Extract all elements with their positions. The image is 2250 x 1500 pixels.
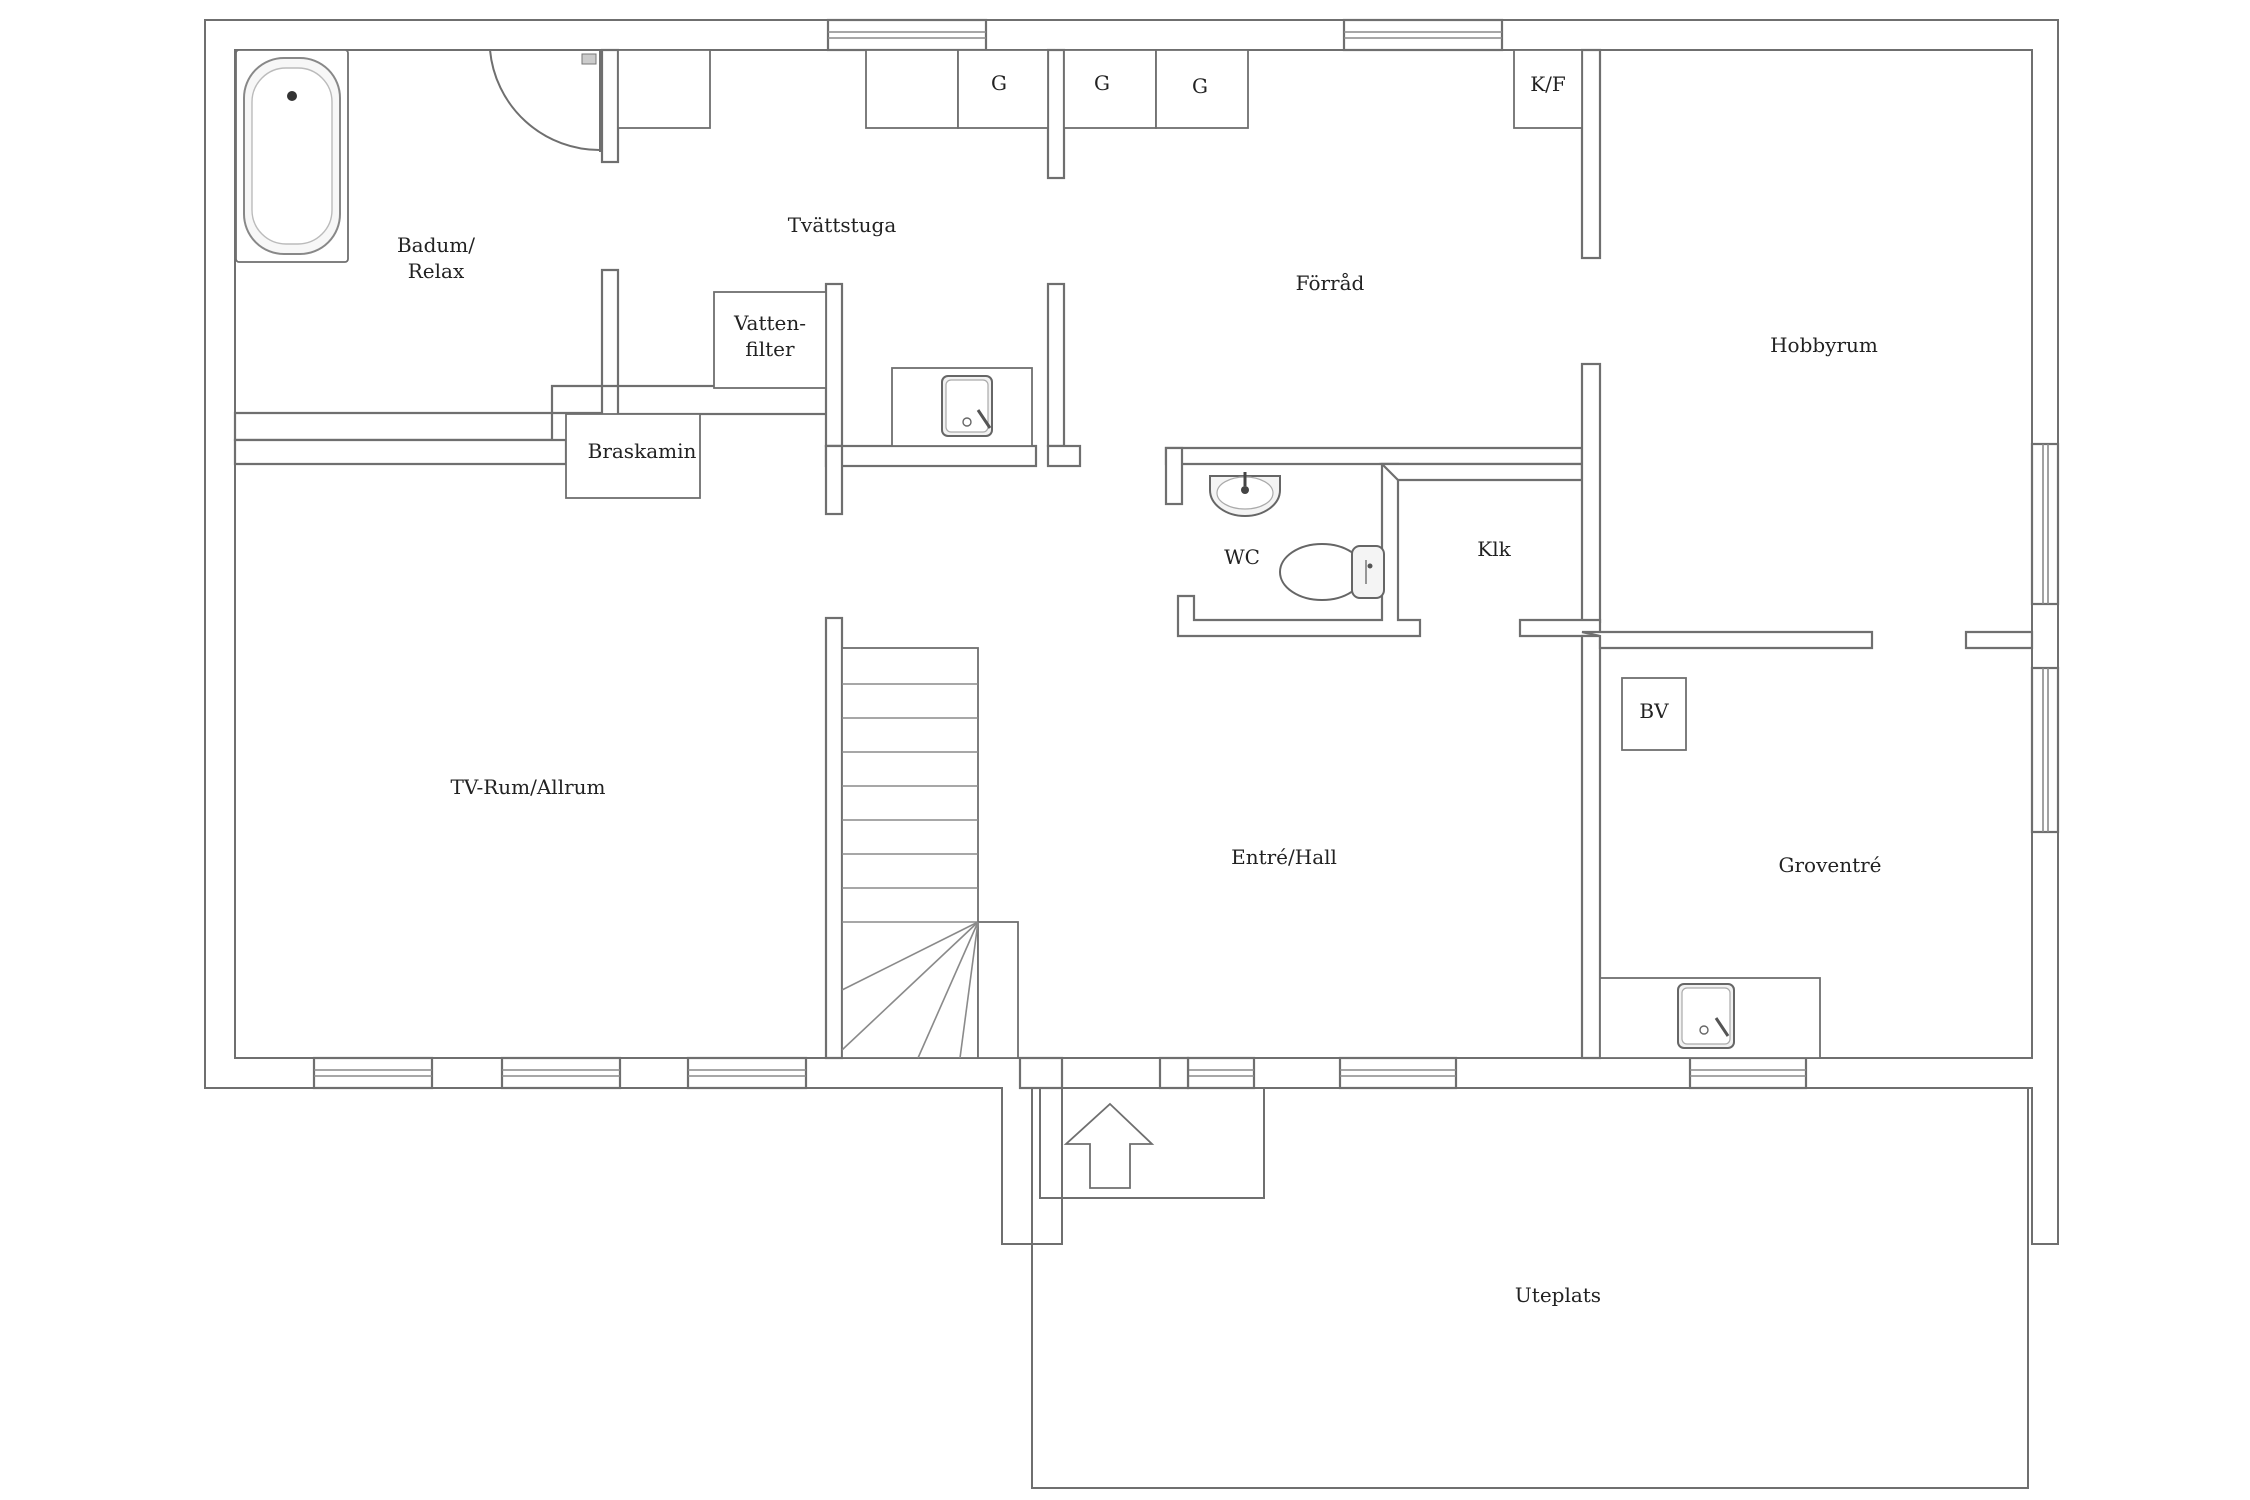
bathtub [235,49,349,263]
staircase [841,647,1019,1059]
windows [312,18,2060,1090]
label-forrad: Förråd [1296,271,1365,295]
entrance-arrow-icon [1063,1102,1155,1189]
bv-box [1621,677,1687,751]
room-labels: Badum/ Relax Tvättstuga Vatten- filter B… [397,213,1882,1307]
label-g3: G [1192,74,1208,98]
label-bv: BV [1639,699,1669,723]
label-vatten-1: Vatten- [733,311,806,335]
label-kf: K/F [1530,72,1566,96]
shower-quarter [489,49,601,152]
label-tv-rum: TV-Rum/Allrum [451,775,606,799]
uteplats-area [1031,1087,2029,1489]
laundry-sink [891,367,1033,447]
label-wc: WC [1224,545,1260,569]
groventre-counter [1599,977,1821,1059]
label-braskamin: Braskamin [588,439,697,463]
label-hobbyrum: Hobbyrum [1770,333,1878,357]
interior-walls [233,48,2034,1090]
label-g1: G [991,71,1007,95]
braskamin-box [565,413,701,499]
label-badum-2: Relax [408,259,465,283]
wc-sink [1209,472,1281,517]
label-g2: G [1094,71,1110,95]
label-badum-1: Badum/ [397,233,475,257]
label-klk: Klk [1477,537,1511,561]
label-groventre: Groventré [1778,853,1881,877]
laundry-counters [617,49,1583,389]
appliance-labels: G G G K/F [991,71,1566,98]
label-vatten-2: filter [745,337,795,361]
label-tvattstuga: Tvättstuga [788,213,897,237]
label-entre: Entré/Hall [1231,845,1337,869]
label-uteplats: Uteplats [1515,1283,1601,1307]
wc-toilet [1279,543,1385,601]
